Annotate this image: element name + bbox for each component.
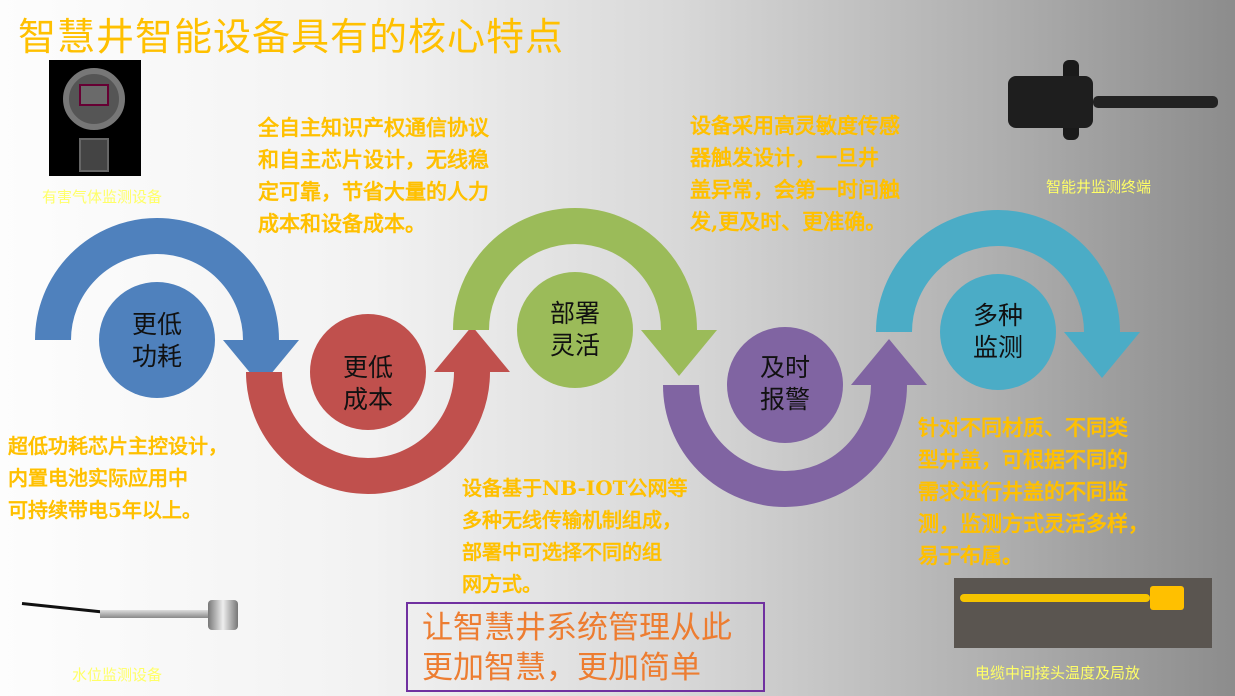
description-alarm: 设备采用高灵敏度传感器触发设计，一旦井盖异常，会第一时间触发,更及时、更准确。 bbox=[690, 113, 900, 234]
caption-terminal: 智能井监测终端 bbox=[1046, 178, 1152, 196]
slide-title: 智慧井智能设备具有的核心特点 bbox=[18, 15, 565, 59]
caption-cable-joint: 电缆中间接头温度及局放 bbox=[975, 664, 1141, 682]
slogan-box: 让智慧井系统管理从此 更加智慧，更加简单 bbox=[406, 602, 765, 692]
arrow-head-deploy bbox=[641, 330, 717, 376]
circle-cost bbox=[310, 314, 426, 430]
circle-power bbox=[99, 282, 215, 398]
arc-deploy bbox=[453, 208, 697, 331]
gas-detector-image bbox=[49, 60, 141, 176]
slogan-line-2: 更加智慧，更加简单 bbox=[422, 650, 701, 686]
slogan-line-1: 让智慧井系统管理从此 bbox=[422, 610, 732, 646]
description-cost: 全自主知识产权通信协议和自主芯片设计，无线稳定可靠，节省大量的人力成本和设备成本… bbox=[258, 115, 489, 236]
water-level-sensor-image bbox=[21, 598, 262, 638]
feature-label-alarm: 及时报警 bbox=[759, 353, 810, 414]
arrow-head-cost bbox=[434, 326, 510, 372]
circle-deploy bbox=[517, 272, 633, 388]
arrow-head-power bbox=[223, 340, 299, 386]
feature-label-monitor: 多种监测 bbox=[972, 301, 1023, 362]
arc-cost bbox=[246, 371, 490, 494]
description-power: 超低功耗芯片主控设计，内置电池实际应用中可持续带电5年以上。 bbox=[8, 434, 228, 522]
arrow-head-alarm bbox=[851, 339, 927, 385]
feature-label-power: 更低功耗 bbox=[131, 310, 182, 371]
caption-water-level: 水位监测设备 bbox=[72, 666, 163, 684]
caption-gas-detector: 有害气体监测设备 bbox=[42, 188, 163, 206]
circle-monitor bbox=[940, 274, 1056, 390]
arc-power bbox=[35, 218, 279, 341]
arc-alarm bbox=[663, 384, 907, 507]
arrow-head-monitor bbox=[1064, 332, 1140, 378]
description-monitor: 针对不同材质、不同类型井盖，可根据不同的需求进行井盖的不同监测，监测方式灵活多样… bbox=[918, 415, 1149, 568]
cable-joint-image bbox=[954, 578, 1212, 648]
arc-monitor bbox=[876, 210, 1120, 333]
feature-label-deploy: 部署灵活 bbox=[549, 299, 600, 360]
description-deploy: 设备基于NB-IOT公网等多种无线传输机制组成，部署中可选择不同的组网方式。 bbox=[462, 476, 688, 596]
circle-alarm bbox=[727, 327, 843, 443]
terminal-image bbox=[1003, 60, 1223, 140]
feature-label-cost: 更低成本 bbox=[342, 353, 393, 414]
